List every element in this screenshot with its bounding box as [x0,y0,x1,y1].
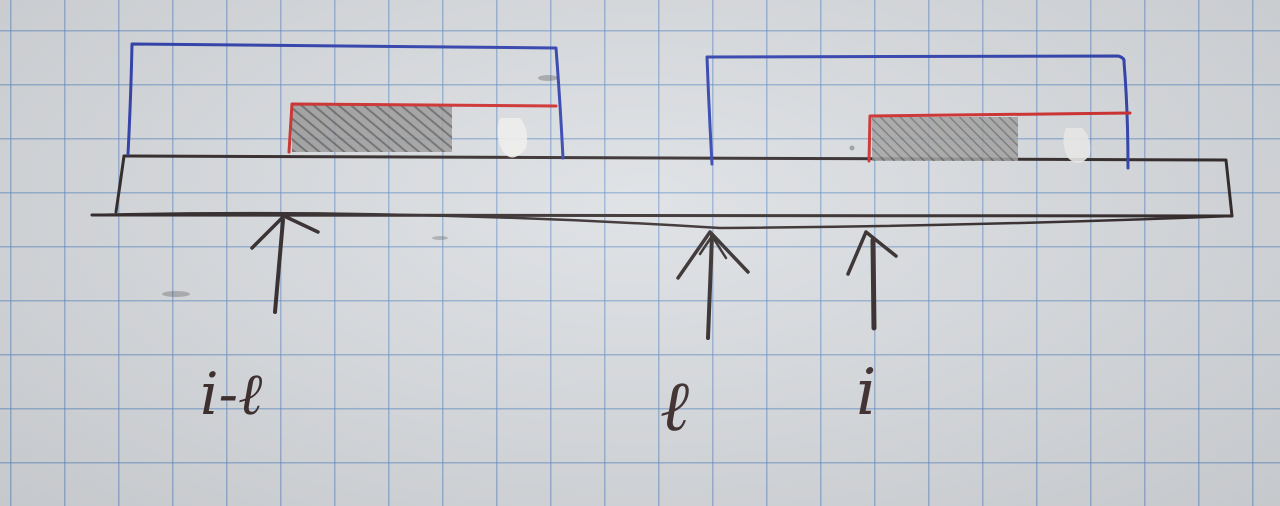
label-i: i [856,356,876,430]
right-segment [867,111,1132,164]
right-window [705,54,1130,170]
arrow-left [250,214,320,314]
arrow-middle [676,230,750,340]
array-strip [90,154,1234,230]
smudges [162,75,855,297]
arrow-right [846,230,898,331]
label-l: ℓ [660,365,689,447]
label-i-minus-l: i-ℓ [200,360,262,428]
correction-mark-left [497,118,528,158]
left-shading [292,104,452,152]
left-segment [287,102,558,158]
left-window [126,42,565,160]
correction-mark-right [1063,128,1091,164]
right-shading [872,117,1018,161]
